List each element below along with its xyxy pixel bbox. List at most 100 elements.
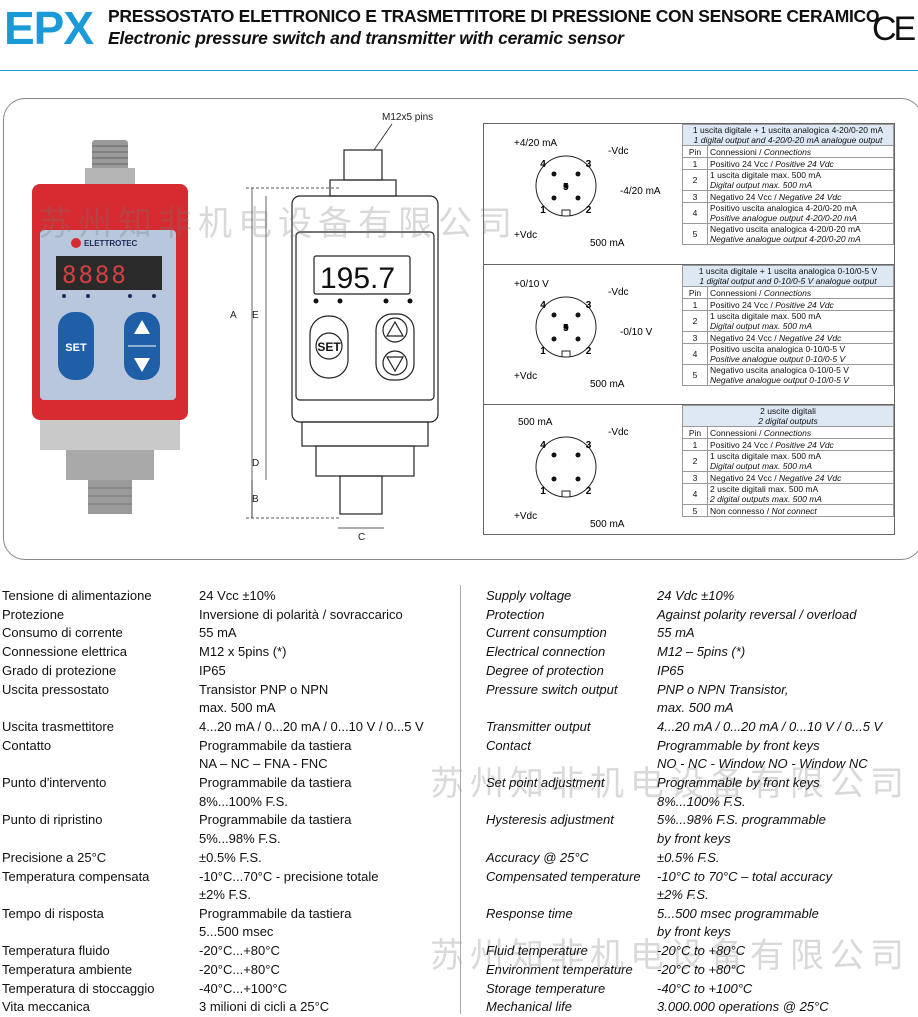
product-code: EPX [4, 2, 94, 54]
pin-number: 2 [586, 486, 592, 497]
spec-value-italian: 3 milioni di cicli a 25°C [199, 999, 330, 1015]
photo-top-connector [92, 140, 128, 170]
connector-signal-label: 500 mA [590, 519, 625, 530]
column-header-pin: Pin [682, 286, 708, 299]
connector-pin [551, 336, 557, 342]
spec-label-english: Accuracy @ 25°C [486, 849, 589, 865]
spec-value-english: ±0.5% F.S. [657, 849, 720, 865]
spec-value-english: 55 mA [657, 625, 695, 641]
spec-label-english: Electrical connection [486, 644, 606, 660]
connector-pin [551, 312, 557, 318]
connector-pin [575, 171, 581, 177]
connector-pin [551, 476, 557, 482]
connector-signal-label: 500 mA [518, 417, 553, 428]
spec-label-italian: Contatto [2, 737, 52, 753]
spec-row: Temperatura compensata-10°C...70°C - pre… [0, 868, 918, 905]
spec-label-english: Degree of protection [486, 662, 604, 678]
ce-mark-logo: CE [872, 10, 916, 48]
photo-down-arrow-icon [134, 358, 150, 372]
spec-label-english: Protection [486, 606, 545, 622]
photo-set-button [58, 312, 94, 380]
spec-label-english: Compensated temperature [486, 868, 641, 884]
connector-signal-label: -4/20 mA [620, 186, 661, 197]
pin-connections-table: 1 uscita digitale + 1 uscita analogica 0… [682, 265, 894, 386]
spec-row: Consumo di corrente 55 mA Current consumpt… [0, 624, 918, 643]
pin-number: 1 [540, 346, 546, 357]
connector-pin [551, 452, 557, 458]
photo-display-digits: 8888 [62, 261, 128, 289]
spec-label-italian: Connessione elettrica [2, 644, 128, 660]
drawing-display-value: 195.7 [320, 262, 395, 295]
spec-label-english: Pressure switch output [486, 681, 618, 697]
spec-label-italian: Tensione di alimentazione [2, 588, 152, 603]
spec-label-english: Contact [486, 737, 531, 753]
pin-number: 1 [540, 205, 546, 216]
spec-label-english: Hysteresis adjustment [486, 812, 614, 828]
spec-value-english: -20°C to +80°C [657, 962, 746, 977]
connector-signal-label: -Vdc [608, 427, 629, 438]
dimension-d: D [252, 458, 259, 469]
pin-number: 2 [586, 205, 592, 216]
dimension-c: C [358, 532, 365, 543]
spec-value-english: -40°C to +100°C [657, 980, 753, 996]
column-header-connections: Connessioni / Connections [707, 286, 894, 299]
spec-label-english: Mechanical life [486, 999, 572, 1015]
connector-pin [575, 312, 581, 318]
product-panel [3, 98, 918, 560]
pin-number: 1 [540, 486, 546, 497]
connector-signal-label: +0/10 V [514, 279, 549, 290]
pin-number: 3 [586, 159, 592, 170]
spec-value-italian: Inversione di polarità / sovraccarico [199, 606, 403, 622]
column-header-connections: Connessioni / Connections [707, 426, 894, 439]
connector-pin [563, 183, 569, 189]
spec-label-italian: Protezione [2, 606, 65, 622]
device-photo: ELETTROTEC 8888 SET [32, 140, 188, 514]
specs-divider [460, 585, 461, 1014]
spec-label-italian: Punto d'intervento [2, 775, 107, 790]
spec-label-italian: Tempo di risposta [2, 905, 104, 921]
spec-label-italian: Consumo di corrente [2, 625, 123, 641]
connector-signal-label: -Vdc [608, 287, 629, 298]
title-italian: PRESSOSTATO ELETTRONICO E TRASMETTITORE … [108, 6, 880, 26]
technical-drawing: M12x5 pins 195.7 SET A E D B C [230, 112, 439, 543]
pinout-section-header: 1 uscita digitale + 1 uscita analogica 0… [682, 265, 894, 287]
dimension-b: B [252, 494, 259, 505]
spec-label-english: Response time [486, 905, 573, 921]
spec-label-english: Fluid temperature [486, 943, 588, 959]
connector-pin [575, 452, 581, 458]
spec-row: Protezione Inversione di polarità / sovra… [0, 606, 918, 625]
column-header-connections: Connessioni / Connections [707, 145, 894, 158]
spec-label-english: Set point adjustment [486, 775, 605, 790]
spec-value-english: -20°C to +80°C [657, 943, 746, 959]
spec-label-italian: Grado di protezione [2, 662, 117, 678]
spec-value-english: M12 – 5pins (*) [657, 644, 746, 660]
connector-signal-label: 500 mA [590, 379, 625, 390]
spec-value-english: -10°C to 70°C – total accuracy±2% F.S. [657, 868, 833, 903]
connector-signal-label: -0/10 V [620, 327, 653, 338]
spec-label-italian: Temperatura di stoccaggio [2, 980, 155, 996]
spec-label-english: Current consumption [486, 625, 607, 641]
spec-value-italian: -20°C...+80°C [199, 962, 280, 977]
